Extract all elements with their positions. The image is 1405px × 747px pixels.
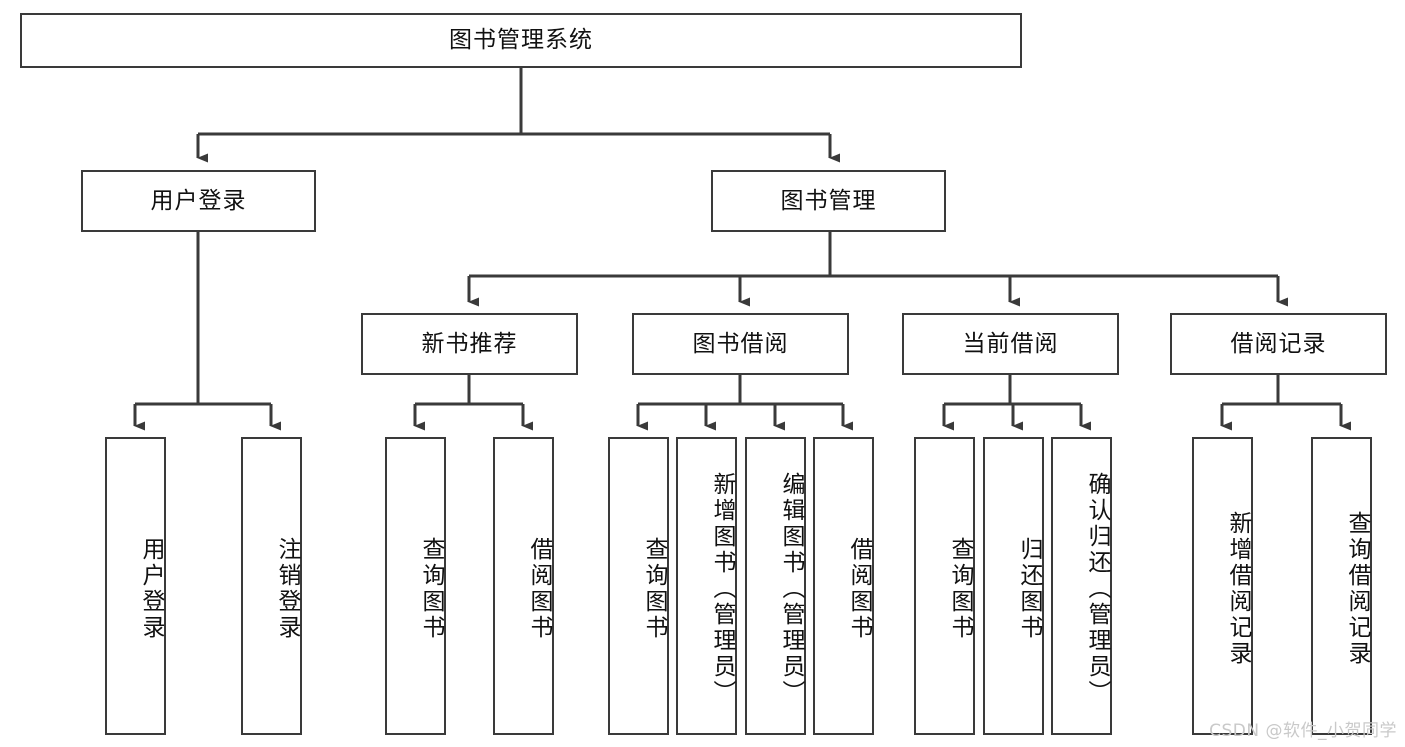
leaf-borrow-add-book-admin[interactable]: 新增图书（管理员）: [676, 437, 737, 735]
csdn-watermark: CSDN @软件_小贺同学: [1209, 721, 1397, 741]
leaf-borrow-borrow-book[interactable]: 借阅图书: [813, 437, 874, 735]
node-root-system[interactable]: 图书管理系统: [20, 13, 1022, 68]
leaf-recommend-query-book[interactable]: 查询图书: [385, 437, 446, 735]
leaf-user-login-login[interactable]: 用户登录: [105, 437, 166, 735]
node-label: 图书借阅: [692, 330, 789, 357]
node-current-borrow[interactable]: 当前借阅: [902, 313, 1119, 375]
node-label: 借阅图书: [526, 537, 552, 641]
node-label: 查询图书: [947, 537, 973, 641]
node-new-book-recommend[interactable]: 新书推荐: [361, 313, 578, 375]
node-label: 图书管理系统: [449, 27, 593, 54]
leaf-recommend-borrow-book[interactable]: 借阅图书: [493, 437, 554, 735]
node-label: 新书推荐: [421, 330, 518, 357]
leaf-current-return-book[interactable]: 归还图书: [983, 437, 1044, 735]
node-label: 用户登录: [150, 187, 247, 214]
node-book-management[interactable]: 图书管理: [711, 170, 946, 232]
node-label: 新增图书（管理员）: [709, 472, 735, 706]
leaf-borrow-query-book[interactable]: 查询图书: [608, 437, 669, 735]
node-label: 用户登录: [138, 537, 164, 641]
node-label: 当前借阅: [962, 330, 1059, 357]
node-label: 查询图书: [418, 537, 444, 641]
node-label: 借阅图书: [846, 537, 872, 641]
node-label: 新增借阅记录: [1225, 511, 1251, 667]
node-book-borrow[interactable]: 图书借阅: [632, 313, 849, 375]
node-label: 查询借阅记录: [1344, 511, 1370, 667]
node-label: 确认归还（管理员）: [1084, 472, 1110, 706]
node-label: 借阅记录: [1230, 330, 1327, 357]
leaf-current-confirm-return-admin[interactable]: 确认归还（管理员）: [1051, 437, 1112, 735]
node-user-login[interactable]: 用户登录: [81, 170, 316, 232]
leaf-borrow-edit-book-admin[interactable]: 编辑图书（管理员）: [745, 437, 806, 735]
leaf-record-query-record[interactable]: 查询借阅记录: [1311, 437, 1372, 735]
leaf-user-login-logout[interactable]: 注销登录: [241, 437, 302, 735]
node-label: 查询图书: [641, 537, 667, 641]
node-label: 归还图书: [1016, 537, 1042, 641]
node-borrow-record[interactable]: 借阅记录: [1170, 313, 1387, 375]
leaf-record-add-record[interactable]: 新增借阅记录: [1192, 437, 1253, 735]
node-label: 编辑图书（管理员）: [778, 472, 804, 706]
node-label: 图书管理: [780, 187, 877, 214]
leaf-current-query-book[interactable]: 查询图书: [914, 437, 975, 735]
node-label: 注销登录: [274, 537, 300, 641]
